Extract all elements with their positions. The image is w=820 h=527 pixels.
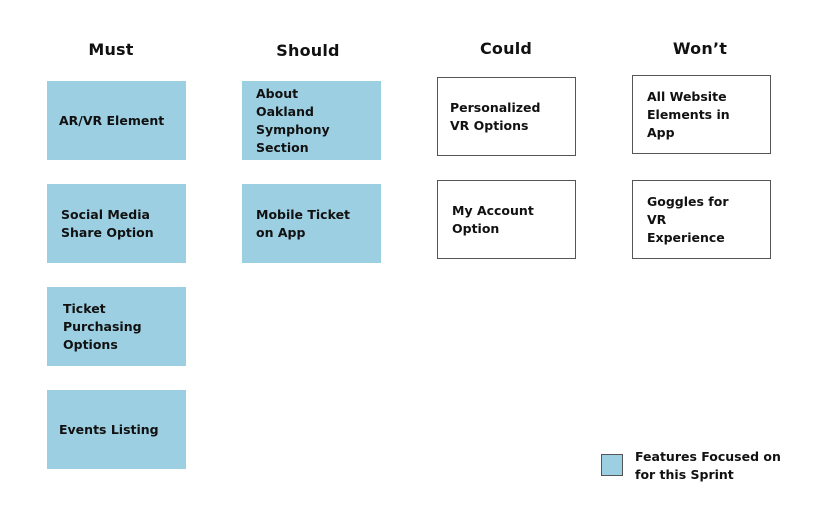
- card-mobile-ticket-on-app: Mobile Ticket on App: [242, 184, 381, 263]
- card-label: All Website Elements in App: [647, 88, 730, 140]
- column-header-should: Should: [276, 41, 340, 60]
- card-events-listing: Events Listing: [47, 390, 186, 469]
- card-label: Mobile Ticket on App: [256, 206, 351, 240]
- card-label: Ticket Purchasing Options: [63, 300, 142, 352]
- column-header-must: Must: [88, 40, 134, 59]
- card-personalized-vr-options: Personalized VR Options: [437, 77, 576, 156]
- card-label: About Oakland Symphony Section: [256, 85, 330, 155]
- card-label: Events Listing: [59, 421, 159, 437]
- card-ar-vr-element: AR/VR Element: [47, 81, 186, 160]
- card-label: Personalized VR Options: [450, 99, 541, 133]
- column-header-wont: Won’t: [672, 39, 728, 58]
- card-label: Social Media Share Option: [61, 206, 154, 240]
- card-my-account-option: My Account Option: [437, 180, 576, 259]
- card-label: My Account Option: [452, 202, 534, 236]
- card-label: Goggles for VR Experience: [647, 193, 729, 245]
- legend-swatch: [601, 454, 623, 476]
- card-all-website-elements-in-app: All Website Elements in App: [632, 75, 771, 154]
- column-header-could: Could: [479, 39, 533, 58]
- card-goggles-for-vr-experience: Goggles for VR Experience: [632, 180, 771, 259]
- card-social-media-share-option: Social Media Share Option: [47, 184, 186, 263]
- legend-label: Features Focused on for this Sprint: [635, 449, 781, 482]
- card-label: AR/VR Element: [59, 112, 165, 128]
- card-ticket-purchasing-options: Ticket Purchasing Options: [47, 287, 186, 366]
- card-about-oakland-symphony-section: About Oakland Symphony Section: [242, 81, 381, 160]
